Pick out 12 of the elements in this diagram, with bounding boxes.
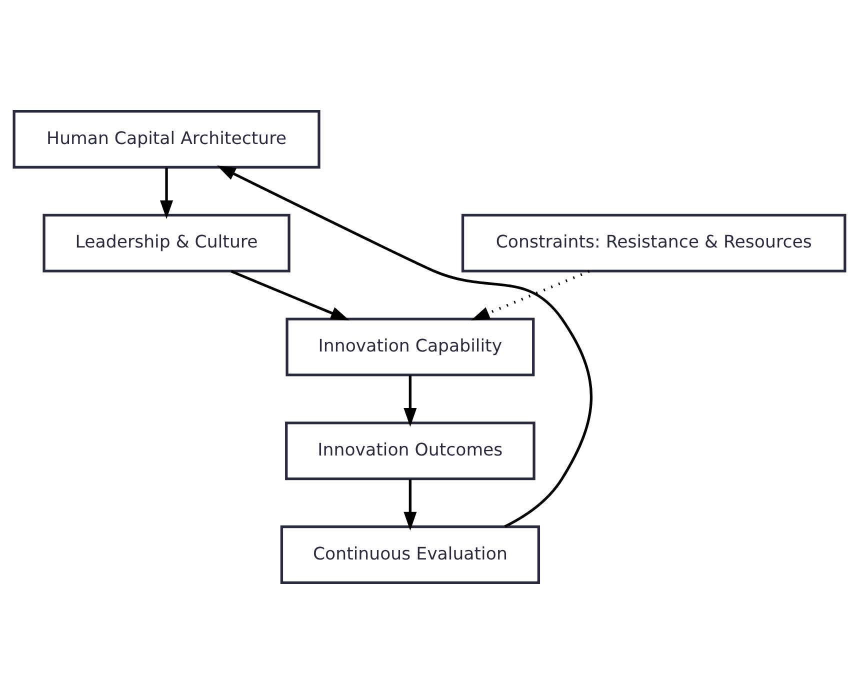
arrow (230, 270, 350, 320)
node-box: Human Capital Architecture (12, 110, 320, 168)
node-box: Continuous Evaluation (280, 524, 540, 584)
node-box: Innovation Outcomes (285, 421, 536, 480)
arrow (160, 167, 174, 218)
arrow (217, 165, 592, 528)
arrow (404, 478, 417, 530)
node-box: Constraints: Resistance & Resources (461, 213, 846, 272)
node-box: Leadership & Culture (42, 213, 290, 272)
arrow (471, 270, 590, 320)
arrow (404, 374, 417, 426)
node-box: Innovation Capability (286, 317, 535, 376)
